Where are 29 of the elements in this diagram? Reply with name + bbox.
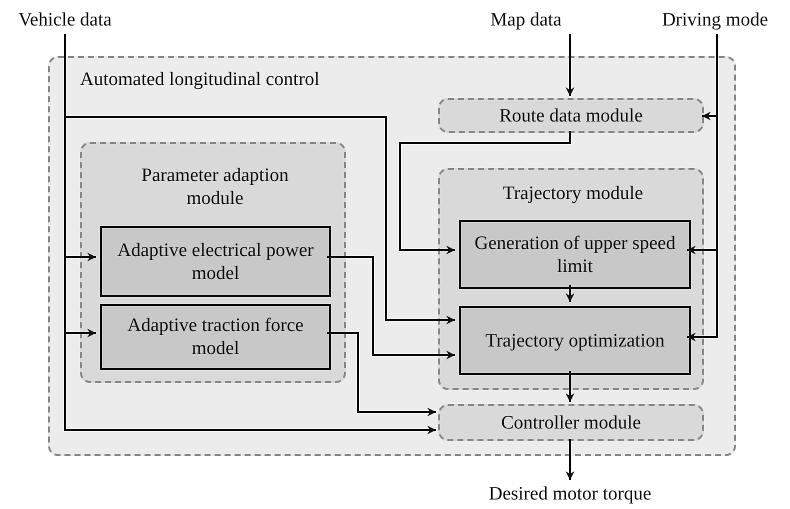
group-title: Automated longitudinal control — [80, 68, 321, 91]
input-label: Vehicle data — [17, 8, 113, 32]
arrow — [399, 131, 571, 254]
module-box — [438, 98, 704, 133]
box-label: Route data module — [498, 104, 644, 127]
group-title: Parameter adaption module — [140, 164, 290, 210]
process-box — [459, 220, 691, 289]
module-box — [438, 404, 704, 441]
box-label: Controller module — [500, 411, 642, 434]
input-label: Driving mode — [660, 8, 770, 32]
arrow — [566, 34, 574, 96]
system-boundary — [48, 56, 736, 456]
arrow — [566, 439, 574, 480]
module-group — [80, 142, 346, 383]
process-box — [459, 306, 691, 375]
box-label: Adaptive traction force model — [126, 314, 305, 360]
group-title: Trajectory module — [502, 182, 644, 205]
process-box — [100, 226, 331, 297]
box-label: Generation of upper speed limit — [473, 232, 676, 278]
arrow — [566, 371, 574, 402]
box-label: Trajectory optimization — [484, 329, 666, 352]
arrow — [566, 285, 574, 302]
input-label: Map data — [489, 8, 563, 32]
arrow — [327, 332, 436, 416]
module-group — [438, 168, 704, 390]
arrow — [327, 256, 455, 360]
output-label: Desired motor torque — [488, 482, 652, 506]
box-label: Adaptive electrical power model — [116, 238, 315, 284]
process-box — [100, 304, 331, 370]
